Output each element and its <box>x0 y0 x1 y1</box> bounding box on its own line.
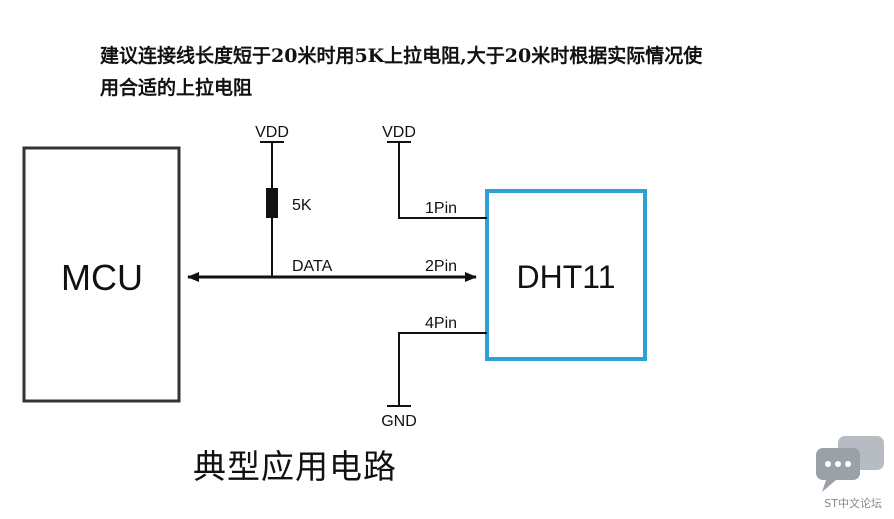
chat-bubble-icon <box>816 436 884 492</box>
data-label: DATA <box>292 258 333 275</box>
mcu-label: MCU <box>61 257 143 298</box>
dht11-block <box>485 189 647 361</box>
resistor-label: 5K <box>292 197 312 214</box>
dht11-label: DHT11 <box>517 259 616 295</box>
mcu-block <box>22 146 181 403</box>
gnd-label: GND <box>381 413 417 430</box>
pin1-wire <box>398 142 487 219</box>
pin4-wire <box>398 332 487 406</box>
watermark-text: ST中文论坛 <box>824 497 882 510</box>
usage-note-line-1: 建议连接线长度短于20米时用5K上拉电阻,大于20米时根据实际情况使 <box>100 45 703 67</box>
diagram-caption: 典型应用电路 <box>193 447 397 486</box>
resistor-5k <box>266 188 278 218</box>
pin4-label: 4Pin <box>425 315 457 332</box>
usage-note: 建议连接线长度短于20米时用5K上拉电阻,大于20米时根据实际情况使 用合适的上… <box>100 40 890 104</box>
usage-note-line-2: 用合适的上拉电阻 <box>100 77 253 99</box>
vdd-right-label: VDD <box>382 124 416 141</box>
pin1-label: 1Pin <box>425 200 457 217</box>
vdd-left-label: VDD <box>255 124 289 141</box>
pin2-label: 2Pin <box>425 258 457 275</box>
